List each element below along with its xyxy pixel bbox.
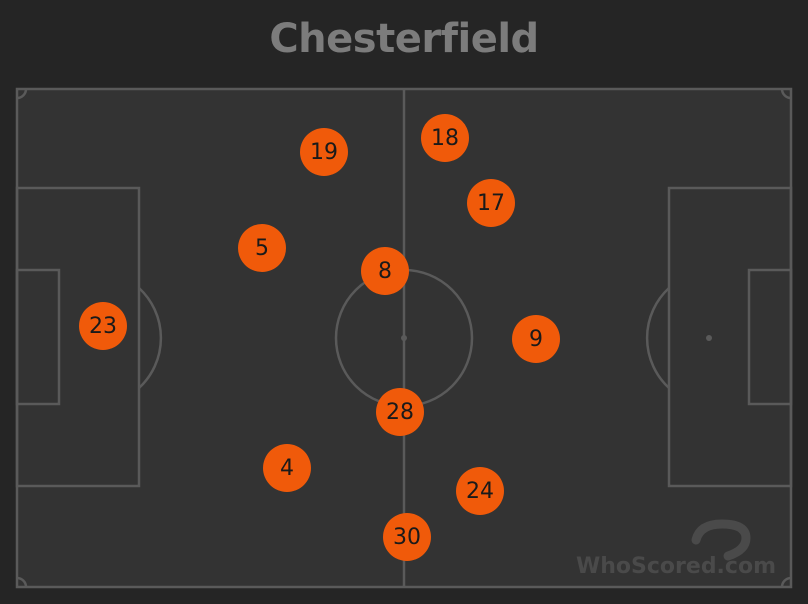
right-six-yard-box: [747, 268, 793, 406]
player-marker-circle: [361, 247, 409, 295]
player-number: 23: [89, 314, 117, 339]
player-marker: 24: [456, 467, 504, 515]
player-marker-circle: [467, 179, 515, 227]
player-marker-circle: [238, 224, 286, 272]
player-number: 24: [466, 479, 494, 504]
left-penalty-arc: [138, 287, 163, 389]
player-number: 17: [477, 191, 505, 216]
player-marker: 17: [467, 179, 515, 227]
team-title: Chesterfield: [269, 16, 539, 62]
player-marker-circle: [421, 114, 469, 162]
left-six-yard-box: [15, 268, 61, 406]
player-markers: 23 19 5 4 18 17 8 28 24 30 9: [79, 114, 560, 561]
corner-arc-bottom-right: [780, 576, 792, 588]
right-penalty-spot: [706, 335, 712, 341]
player-marker: 30: [383, 513, 431, 561]
player-marker-circle: [383, 513, 431, 561]
player-marker: 4: [263, 444, 311, 492]
player-marker: 9: [512, 315, 560, 363]
player-number: 30: [393, 525, 421, 550]
player-marker-circle: [79, 302, 127, 350]
corner-arc-top-right: [780, 88, 792, 100]
player-marker: 23: [79, 302, 127, 350]
player-marker: 19: [300, 128, 348, 176]
watermark-text: WhoScored.com: [576, 554, 776, 579]
pitch-markings: [15, 87, 793, 589]
player-marker-circle: [512, 315, 560, 363]
player-marker-circle: [300, 128, 348, 176]
player-number: 28: [386, 400, 414, 425]
whoscored-logo-icon: [691, 519, 751, 561]
watermark: WhoScored.com: [576, 519, 776, 579]
player-marker: 28: [376, 388, 424, 436]
player-number: 5: [255, 236, 269, 261]
player-number: 9: [529, 327, 543, 352]
center-spot: [401, 335, 407, 341]
player-marker: 18: [421, 114, 469, 162]
player-marker: 8: [361, 247, 409, 295]
player-number: 18: [431, 126, 459, 151]
player-marker: 5: [238, 224, 286, 272]
player-number: 8: [378, 259, 392, 284]
player-number: 19: [310, 140, 338, 165]
player-number: 4: [280, 456, 294, 481]
corner-arc-bottom-left: [16, 576, 28, 588]
player-marker-circle: [376, 388, 424, 436]
player-marker-circle: [456, 467, 504, 515]
corner-arc-top-left: [16, 88, 28, 100]
right-penalty-arc: [645, 287, 670, 389]
player-marker-circle: [263, 444, 311, 492]
